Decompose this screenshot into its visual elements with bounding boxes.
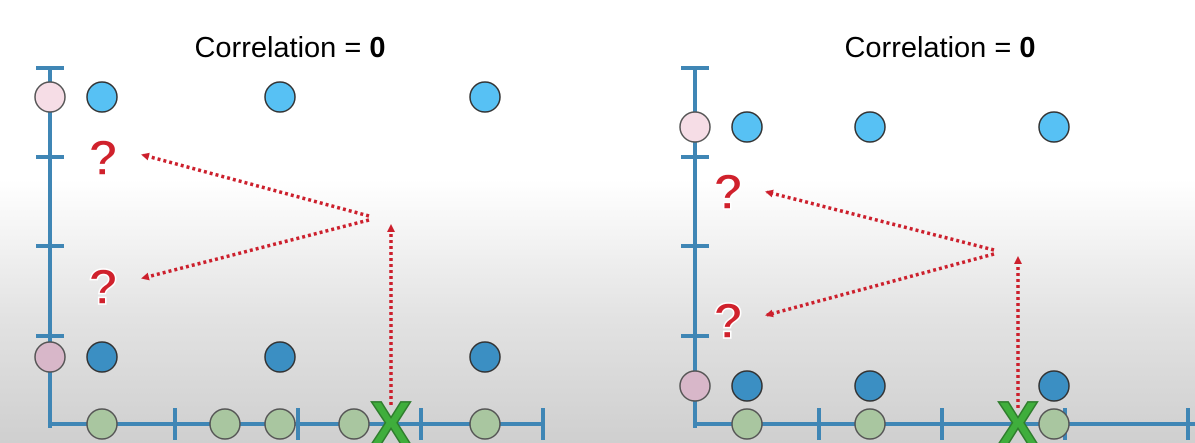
- y-axis: [36, 66, 64, 428]
- x-marker-icon: X: [997, 388, 1040, 443]
- x-projection-point: [86, 408, 118, 440]
- data-point: [731, 370, 763, 402]
- data-point: [86, 81, 118, 113]
- data-point: [1038, 111, 1070, 143]
- x-marker-icon: X: [370, 388, 413, 443]
- question-mark-icon: ?: [713, 164, 744, 220]
- x-projection-point: [264, 408, 296, 440]
- x-projection-point: [209, 408, 241, 440]
- y-projection-point: [34, 81, 66, 113]
- question-mark-icon: ?: [713, 293, 744, 349]
- data-point: [469, 81, 501, 113]
- x-projection-point: [854, 408, 886, 440]
- y-projection-point: [679, 111, 711, 143]
- data-point: [1038, 370, 1070, 402]
- data-point: [731, 111, 763, 143]
- data-point: [854, 370, 886, 402]
- data-point: [469, 341, 501, 373]
- x-axis: [50, 408, 545, 440]
- y-projection-point: [679, 370, 711, 402]
- dotted-arrow-icon: [765, 189, 1022, 408]
- data-point: [86, 341, 118, 373]
- question-mark-icon: ?: [88, 259, 119, 315]
- panel-right-title: Correlation = 0: [844, 32, 1035, 64]
- x-projection-point: [731, 408, 763, 440]
- x-axis: [695, 408, 1195, 440]
- data-point: [264, 341, 296, 373]
- data-point: [854, 111, 886, 143]
- panel-right: Correlation = 0: [679, 32, 1195, 443]
- question-mark-icon: ?: [88, 130, 119, 186]
- panel-left-title: Correlation = 0: [194, 32, 385, 64]
- x-projection-point: [338, 408, 370, 440]
- data-point: [264, 81, 296, 113]
- dotted-arrow-icon: [141, 152, 395, 405]
- x-projection-point: [469, 408, 501, 440]
- y-projection-point: [34, 341, 66, 373]
- x-projection-point: [1038, 408, 1070, 440]
- panel-left: Correlation = 0: [34, 32, 545, 443]
